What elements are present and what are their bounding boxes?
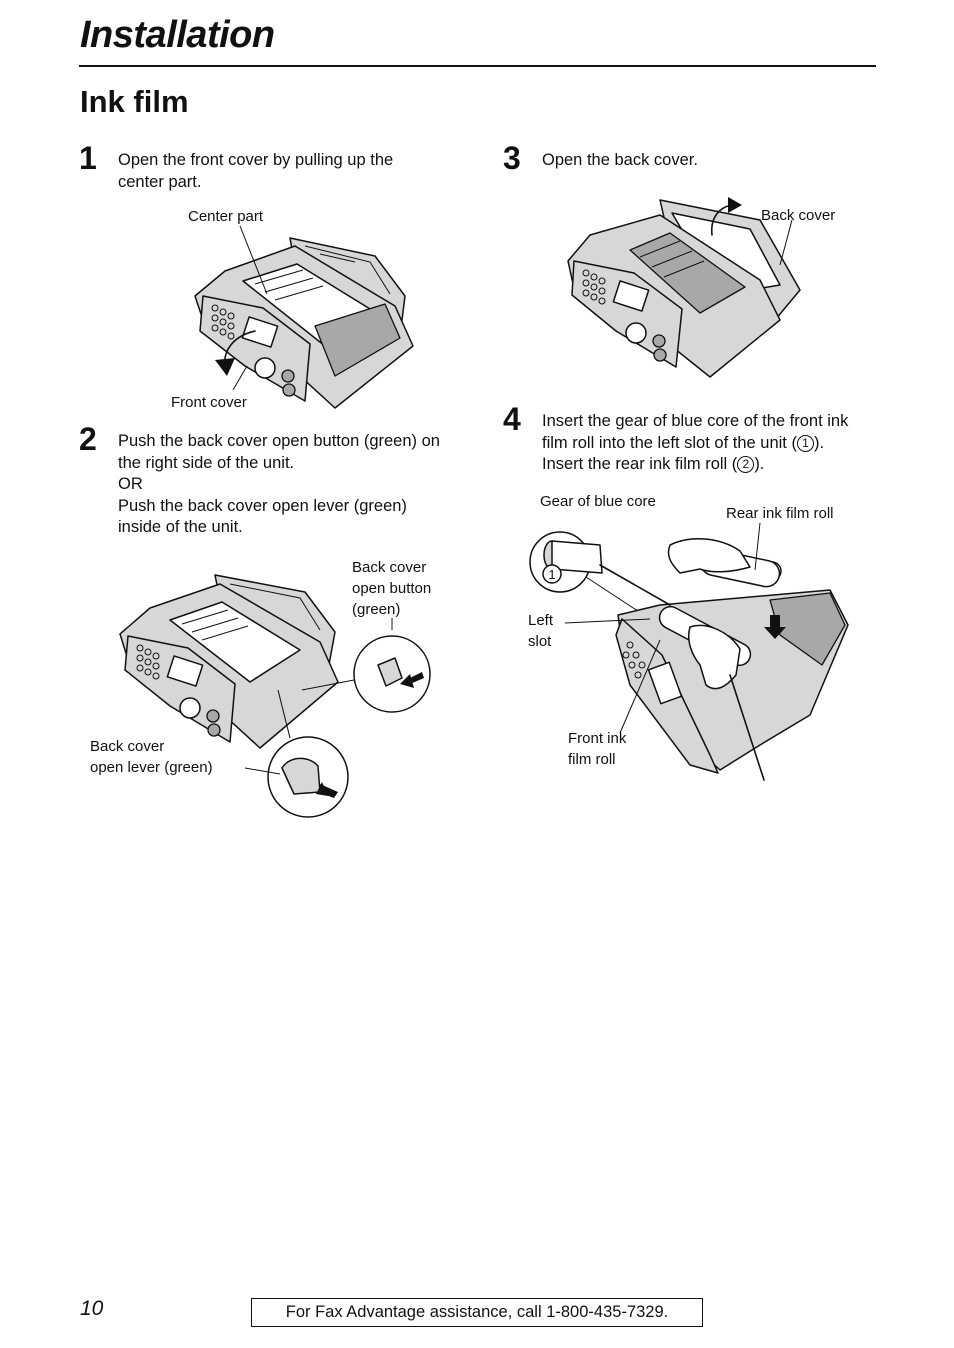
step-1-line: Open the front cover by pulling up the — [118, 151, 394, 169]
callout-gear-of-blue-core: Gear of blue core — [540, 493, 656, 510]
fax-back-cover-release-illustration — [119, 574, 431, 818]
assistance-footer: For Fax Advantage assistance, call 1-800… — [251, 1298, 703, 1327]
step-3-number: 3 — [503, 140, 521, 176]
step-2-line: inside of the unit. — [118, 518, 243, 536]
step-4-text: Insert the gear of blue core of the fron… — [542, 411, 848, 476]
section-title: Installation — [80, 14, 275, 56]
ink-film-roll-insertion-illustration: 1 2 — [529, 522, 849, 781]
fax-front-cover-illustration — [194, 225, 414, 409]
step-4-line: Insert the rear ink film roll (2). — [542, 455, 765, 473]
step-4-number: 4 — [503, 401, 521, 437]
callout-front-cover: Front cover — [171, 394, 247, 411]
step-2-line: Push the back cover open lever (green) — [118, 496, 407, 515]
step-2-line: the right side of the unit. — [118, 453, 295, 472]
step-2-number: 2 — [79, 421, 97, 457]
step-4-line: Insert the gear of blue core of the fron… — [542, 412, 849, 430]
marker-2: 2 — [737, 456, 755, 473]
step-4-line: film roll into the left slot of the unit… — [542, 433, 825, 452]
step-1-text: Open the front cover by pulling up the c… — [118, 150, 393, 193]
step-3-text: Open the back cover. — [542, 150, 698, 172]
page-heading: Ink film — [80, 84, 189, 119]
callout-back-cover-open-lever: Back cover open lever (green) — [90, 738, 213, 776]
step-2-line: OR — [118, 475, 143, 493]
step-3-line: Open the back cover. — [542, 151, 698, 169]
callout-center-part: Center part — [188, 208, 264, 225]
callout-front-ink-film-roll: Front ink film roll — [568, 730, 627, 768]
page-number: 10 — [80, 1297, 104, 1320]
marker-1-diagram: 1 — [548, 567, 555, 582]
step-1-line: center part. — [118, 172, 202, 191]
callout-back-cover-open-button: Back cover open button (green) — [352, 559, 432, 618]
callout-left-slot: Left slot — [528, 612, 554, 650]
fax-open-back-cover-illustration — [567, 197, 801, 378]
step-2-text: Push the back cover open button (green) … — [118, 431, 440, 539]
step-1-number: 1 — [79, 140, 97, 176]
callout-back-cover: Back cover — [761, 207, 836, 224]
marker-1: 1 — [796, 434, 814, 452]
header-rule — [79, 65, 876, 67]
callout-rear-ink-film-roll: Rear ink film roll — [726, 505, 834, 522]
step-2-line: Push the back cover open button (green) … — [118, 432, 440, 450]
